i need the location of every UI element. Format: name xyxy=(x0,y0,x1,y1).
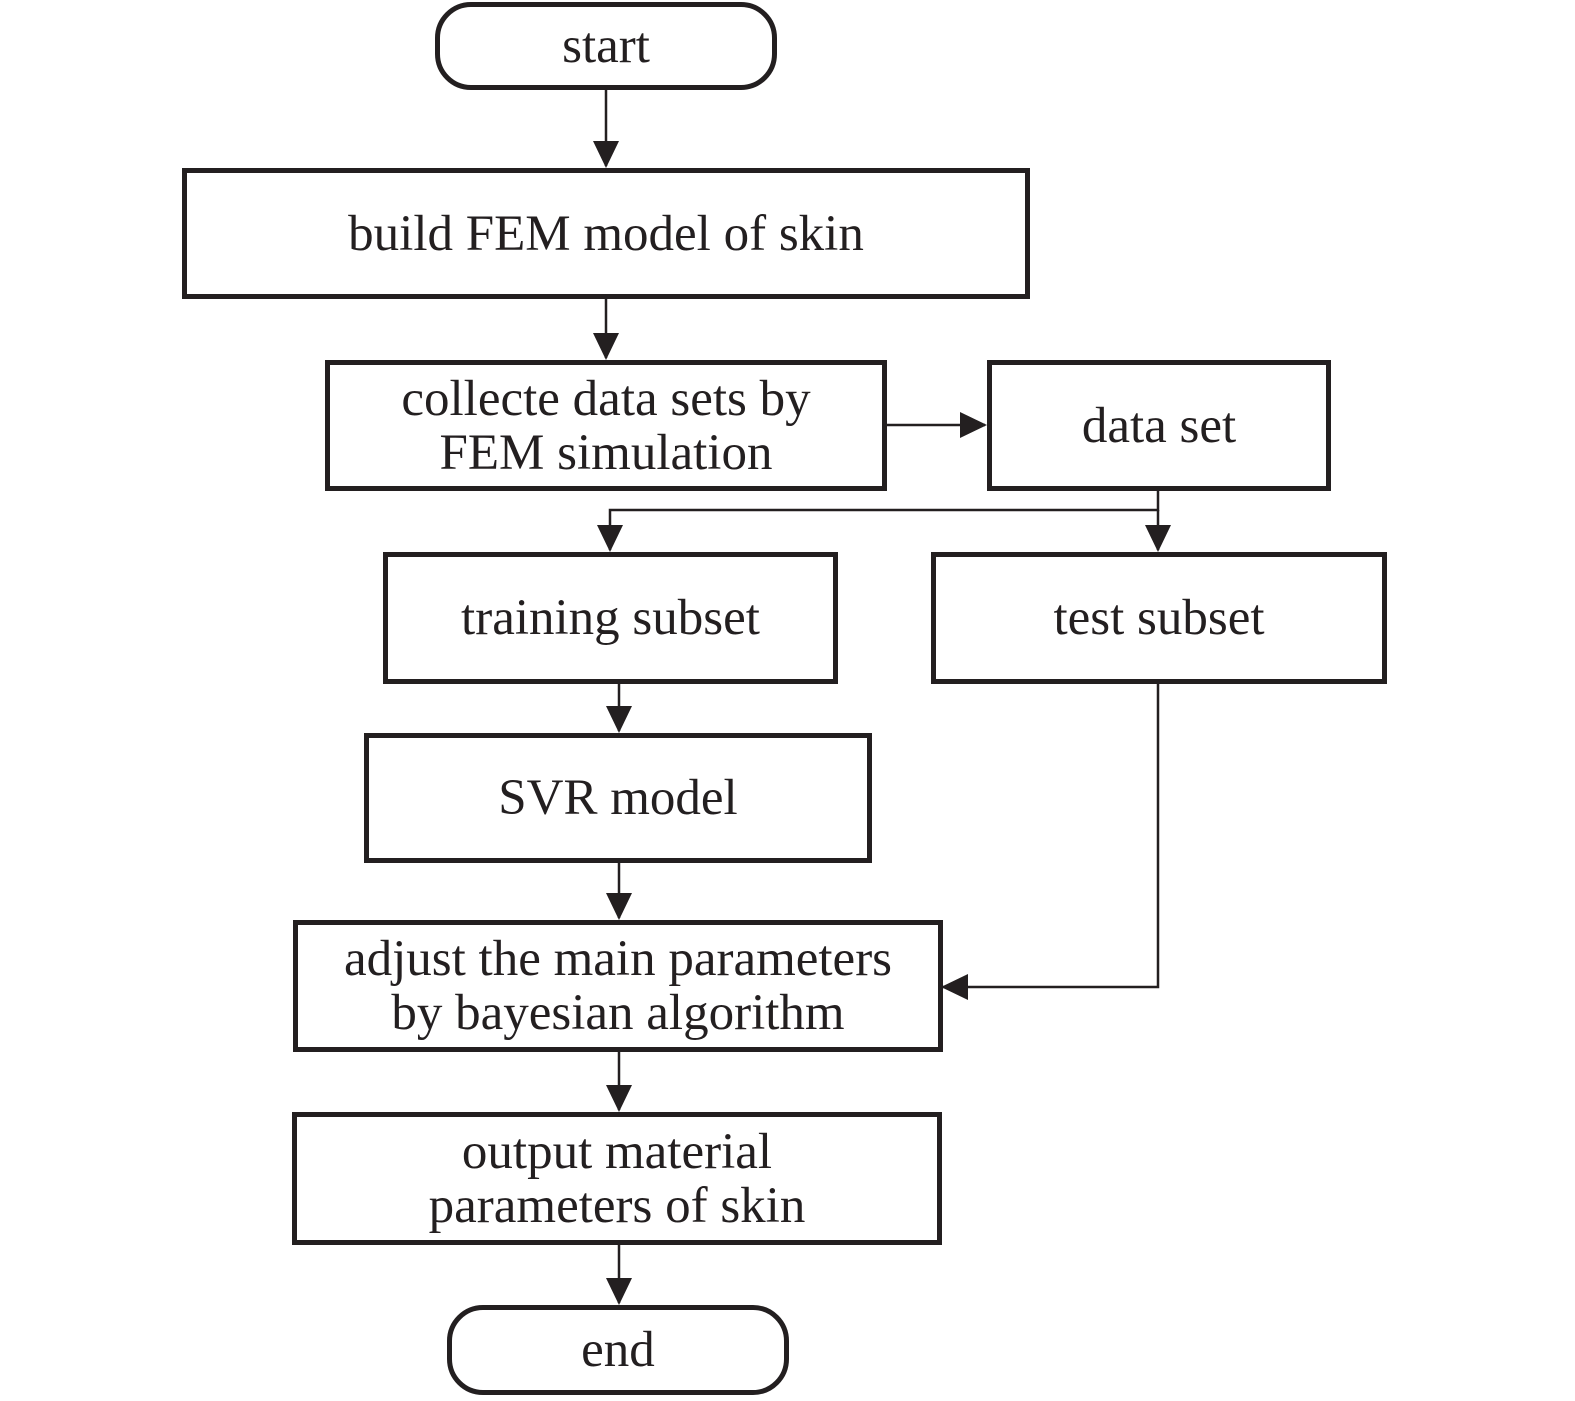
arrowhead-data-set xyxy=(960,412,987,438)
data-set-label: data set xyxy=(1081,397,1237,454)
output-parameters-label-line-1: output material xyxy=(461,1123,773,1180)
arrowhead-adjust-params-right xyxy=(941,974,968,1000)
svr-model-label: SVR model xyxy=(498,770,738,826)
output-parameters-step: output material parameters of skin xyxy=(292,1112,942,1245)
start-terminal: start xyxy=(435,2,777,90)
training-subset-label: training subset xyxy=(461,590,760,646)
collect-data-sets-label-line-2: FEM simulation xyxy=(439,424,773,481)
adjust-parameters-label-line-2: by bayesian algorithm xyxy=(391,985,845,1041)
arrowheads xyxy=(593,141,1171,1305)
training-subset-step: training subset xyxy=(383,552,838,684)
arrowhead-output-params xyxy=(606,1085,632,1112)
arrowhead-collect-data xyxy=(593,333,619,360)
collect-data-sets-label-line-1: collecte data sets by xyxy=(401,370,811,427)
adjust-parameters-label-line-1: adjust the main parameters xyxy=(343,931,893,987)
build-fem-model-step: build FEM model of skin xyxy=(182,168,1030,299)
arrowhead-training-subset xyxy=(597,525,623,552)
edge-test-subset-to-adjust-params xyxy=(943,683,1160,989)
end-label: end xyxy=(581,1322,655,1378)
output-parameters-label-line-2: parameters of skin xyxy=(428,1177,806,1234)
arrowhead-build-fem xyxy=(593,141,619,168)
arrowhead-end xyxy=(606,1278,632,1305)
data-set-step: data set xyxy=(987,360,1331,491)
collect-data-sets-step: collecte data sets by FEM simulation xyxy=(325,360,887,491)
svr-model-step: SVR model xyxy=(364,733,872,863)
arrowhead-test-subset xyxy=(1145,525,1171,552)
test-subset-label: test subset xyxy=(1053,590,1265,646)
build-fem-model-label: build FEM model of skin xyxy=(348,205,864,262)
test-subset-step: test subset xyxy=(931,552,1387,684)
start-label: start xyxy=(562,18,650,74)
arrowhead-svr-model xyxy=(606,706,632,733)
edge-data-set-to-training-subset xyxy=(608,490,1160,550)
adjust-parameters-step: adjust the main parameters by bayesian a… xyxy=(293,920,943,1052)
arrowhead-adjust-params-top xyxy=(606,893,632,920)
end-terminal: end xyxy=(447,1305,789,1395)
